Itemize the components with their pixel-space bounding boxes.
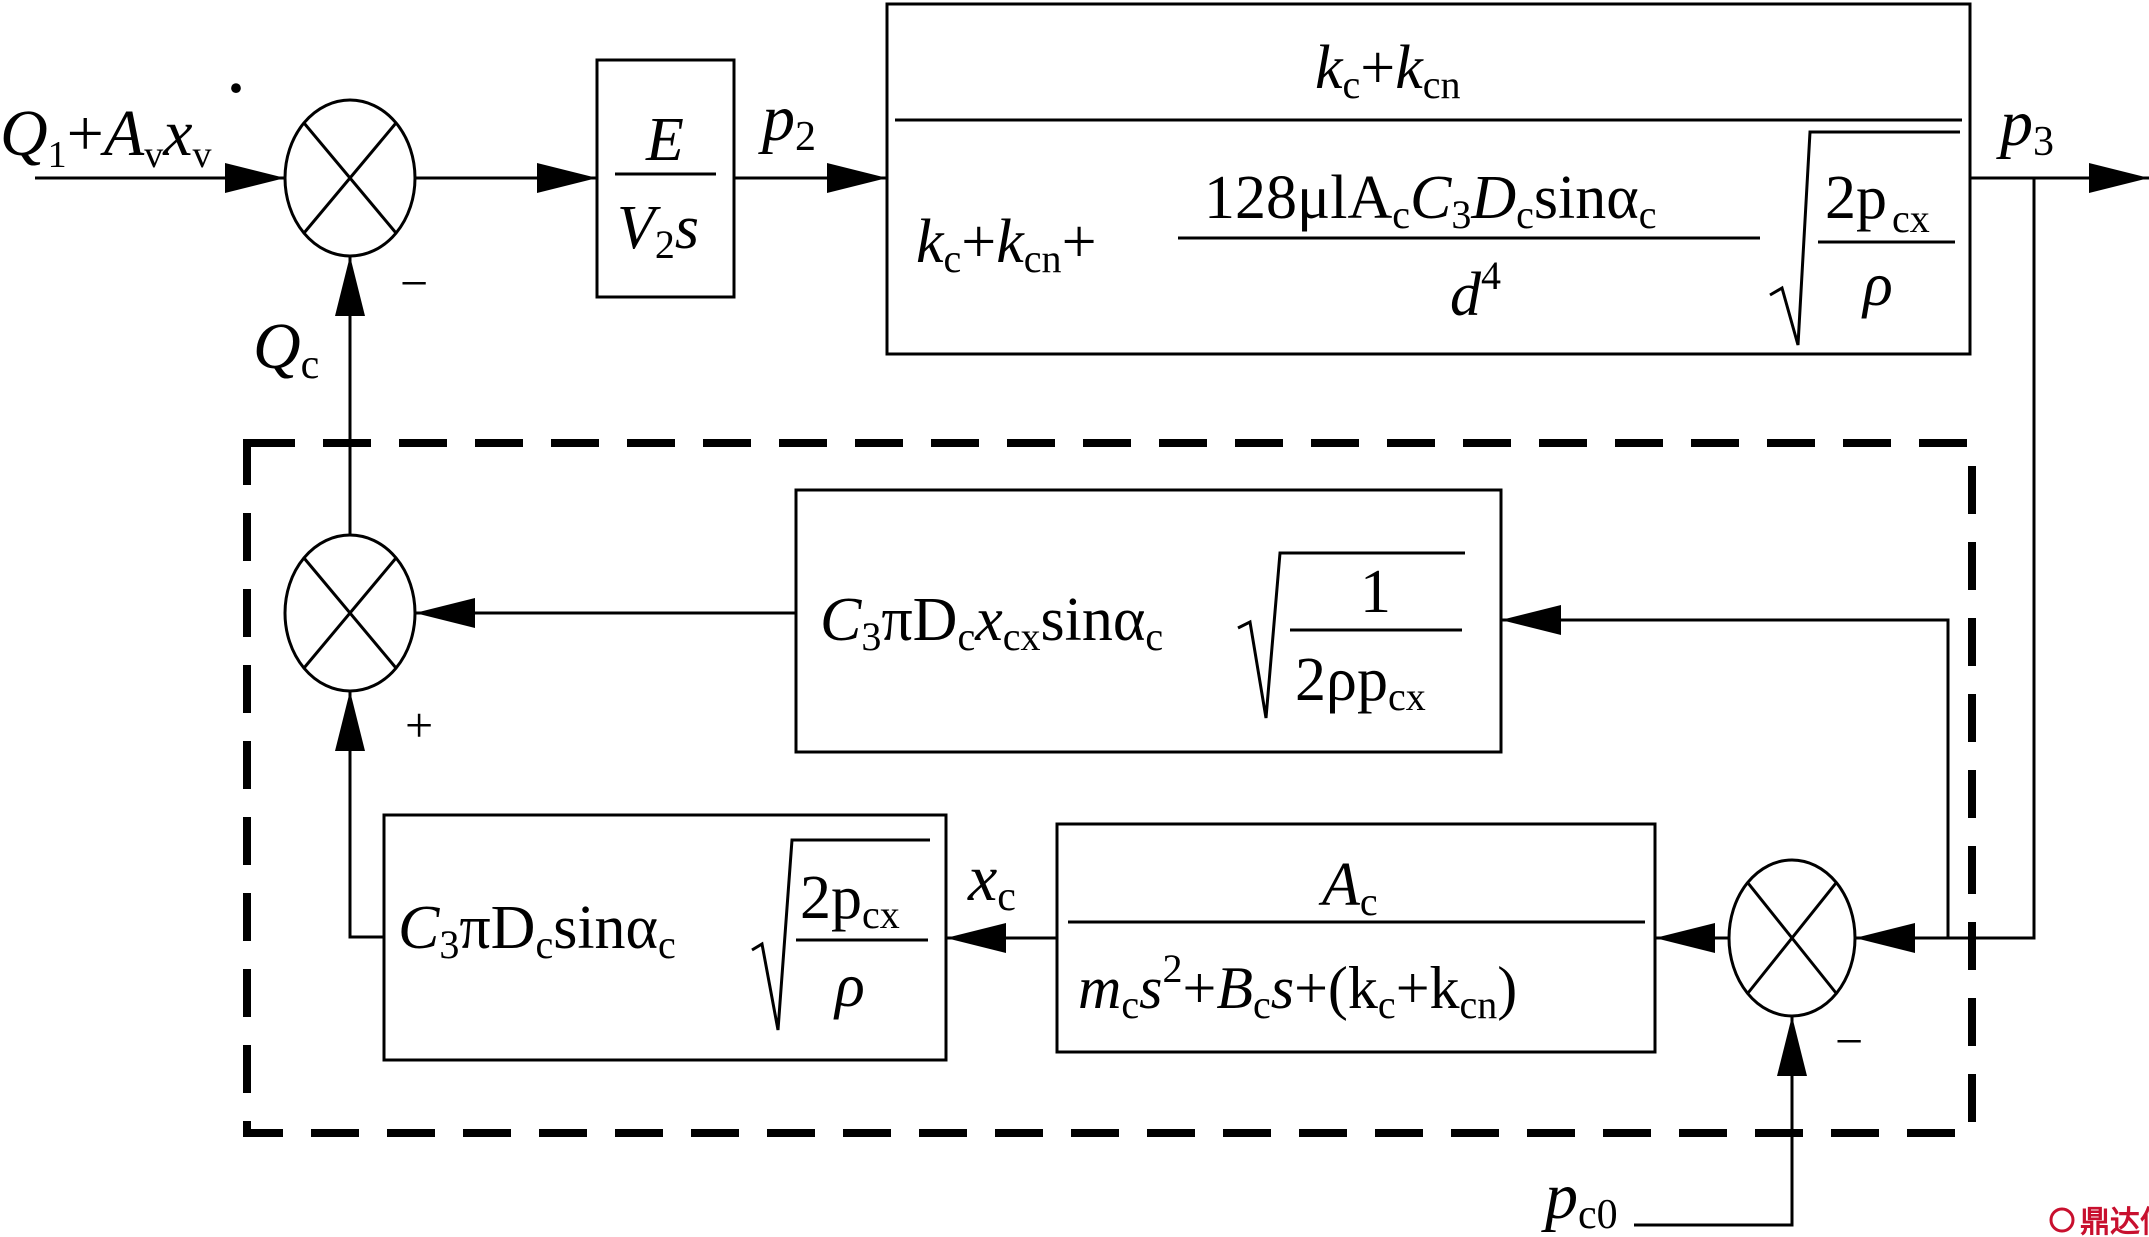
svg-text:mcs2+Bcs+(kc+kcn): mcs2+Bcs+(kc+kcn) xyxy=(1078,946,1517,1027)
valve-dynamics-transfer-function: Ac mcs2+Bcs+(kc+kcn) xyxy=(1068,851,1645,1027)
svg-text:2pcx: 2pcx xyxy=(1825,164,1887,232)
sign-plus-bottom: + xyxy=(405,697,433,753)
feedback-upper-transfer-function: C3πDcxcxsinαc 1 2ρpcx xyxy=(820,551,1465,719)
summing-junction-left xyxy=(283,533,417,693)
signal-label-pc0: pc0 xyxy=(1541,1160,1618,1237)
svg-text:kc+kcn: kc+kcn xyxy=(1315,34,1461,107)
signal-label-p2: p2 xyxy=(758,82,816,160)
input-signal-label: Q1+Avxv xyxy=(0,97,212,176)
svg-text:1: 1 xyxy=(1360,558,1391,626)
svg-text:128μlAcC3Dcsinαc: 128μlAcC3Dcsinαc xyxy=(1204,164,1657,237)
signal-label-qc: Qc xyxy=(253,310,319,388)
svg-text:C3πDcsinαc: C3πDcsinαc xyxy=(398,894,676,967)
svg-text:C3πDcxcxsinαc: C3πDcxcxsinαc xyxy=(820,586,1163,659)
feedback-lower-transfer-function: C3πDcsinαc 2pcx ρ xyxy=(398,838,930,1031)
svg-text:2ρpcx: 2ρpcx xyxy=(1295,646,1426,719)
svg-text:Ac: Ac xyxy=(1318,851,1378,924)
sign-minus-top: − xyxy=(400,255,428,311)
signal-label-xc: xc xyxy=(967,842,1016,920)
signal-label-p3: p3 xyxy=(1996,87,2054,165)
svg-text:E: E xyxy=(645,106,684,174)
svg-text:ρ: ρ xyxy=(1861,251,1893,319)
summing-junction-top xyxy=(283,98,417,258)
svg-text:V2s: V2s xyxy=(617,194,699,267)
svg-text:kc+kcn+: kc+kcn+ xyxy=(916,208,1097,281)
dashed-subsystem-boundary xyxy=(243,439,1976,1137)
watermark-text: 鼎达信 xyxy=(2080,1205,2149,1237)
summing-junction-right xyxy=(1727,858,1857,1018)
watermark: 鼎达信 xyxy=(2049,1205,2149,1237)
signal-lines xyxy=(35,163,2149,1227)
svg-text:cx: cx xyxy=(1892,196,1930,241)
svg-text:d4: d4 xyxy=(1450,253,1501,329)
integrator-transfer-function: E V2s xyxy=(615,106,716,267)
svg-text:ρ: ρ xyxy=(833,952,865,1020)
dingdaxin-logo-icon xyxy=(2049,1207,2075,1233)
svg-text:2pcx: 2pcx xyxy=(800,864,900,937)
sign-minus-right: − xyxy=(1835,1013,1863,1069)
input-signal-dot: · xyxy=(226,55,246,121)
